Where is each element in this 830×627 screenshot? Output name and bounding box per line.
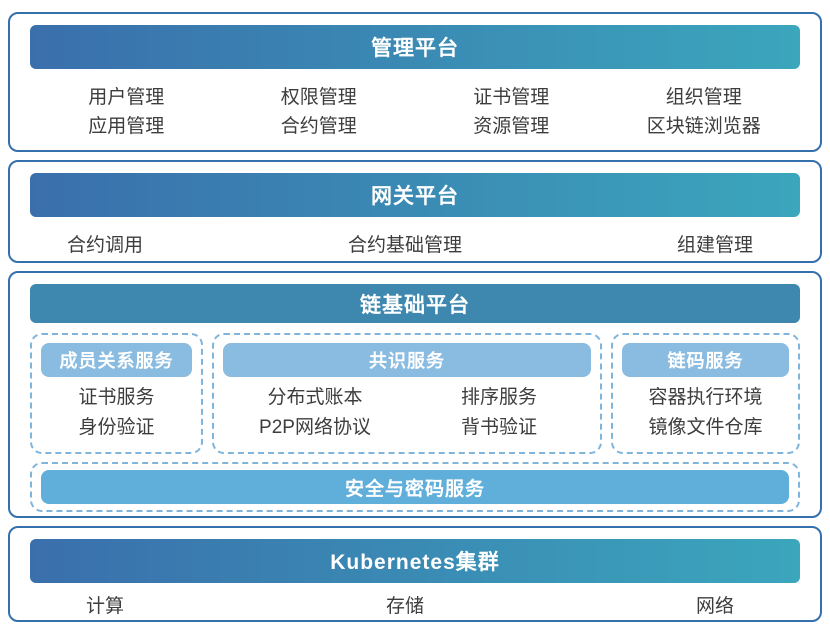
item-p2p-network-protocol: P2P网络协议	[259, 417, 371, 438]
consensus-service-group: 共识服务 分布式账本 排序服务 P2P网络协议 背书验证	[212, 333, 602, 454]
item-endorsement-verification: 背书验证	[460, 417, 537, 438]
item-organization-management: 组织管理	[665, 87, 742, 108]
security-crypto-service-header: 安全与密码服务	[41, 470, 789, 504]
gateway-platform-items: 合约调用 合约基础管理 组建管理	[30, 231, 800, 260]
kubernetes-cluster-section: Kubernetes集群 计算 存储 网络	[8, 526, 822, 622]
item-compute: 计算	[85, 596, 124, 617]
item-container-execution-environment: 容器执行环境	[648, 387, 763, 408]
management-platform-section: 管理平台 用户管理 权限管理 证书管理 组织管理 应用管理 合约管理 资源管理 …	[8, 12, 822, 152]
item-blockchain-explorer: 区块链浏览器	[646, 116, 761, 137]
management-platform-items: 用户管理 权限管理 证书管理 组织管理 应用管理 合约管理 资源管理 区块链浏览…	[30, 83, 800, 141]
member-relationship-service-header: 成员关系服务	[41, 343, 192, 377]
chaincode-service-header: 链码服务	[622, 343, 789, 377]
security-crypto-service-box: 安全与密码服务	[30, 462, 800, 512]
item-distributed-ledger: 分布式账本	[267, 387, 363, 408]
management-platform-header: 管理平台	[30, 25, 800, 69]
gateway-platform-section: 网关平台 合约调用 合约基础管理 组建管理	[8, 160, 822, 263]
gateway-platform-header: 网关平台	[30, 173, 800, 217]
item-certificate-service: 证书服务	[78, 387, 155, 408]
item-identity-verification: 身份验证	[78, 417, 155, 438]
chaincode-service-group: 链码服务 容器执行环境 镜像文件仓库	[611, 333, 800, 454]
chain-base-platform-header: 链基础平台	[30, 284, 800, 323]
consensus-service-header: 共识服务	[223, 343, 591, 377]
item-network: 网络	[695, 596, 734, 617]
item-component-management: 组建管理	[676, 235, 753, 256]
item-image-file-repository: 镜像文件仓库	[648, 417, 763, 438]
member-relationship-service-group: 成员关系服务 证书服务 身份验证	[30, 333, 203, 454]
item-contract-invocation: 合约调用	[66, 235, 143, 256]
kubernetes-cluster-items: 计算 存储 网络	[30, 592, 800, 621]
chain-service-groups: 成员关系服务 证书服务 身份验证 共识服务 分布式账本 排序服务 P2P网络协议…	[30, 333, 800, 454]
item-resource-management: 资源管理	[473, 116, 550, 137]
item-user-management: 用户管理	[88, 87, 165, 108]
kubernetes-cluster-header: Kubernetes集群	[30, 539, 800, 583]
member-relationship-service-items: 证书服务 身份验证	[41, 383, 192, 443]
item-permission-management: 权限管理	[280, 87, 357, 108]
chaincode-service-items: 容器执行环境 镜像文件仓库	[622, 383, 789, 443]
item-certificate-management: 证书管理	[473, 87, 550, 108]
item-contract-base-management: 合约基础管理	[347, 235, 462, 256]
item-ordering-service: 排序服务	[460, 387, 537, 408]
consensus-service-items: 分布式账本 排序服务 P2P网络协议 背书验证	[223, 383, 591, 443]
item-storage: 存储	[385, 596, 424, 617]
item-contract-management: 合约管理	[280, 116, 357, 137]
chain-base-platform-section: 链基础平台 成员关系服务 证书服务 身份验证 共识服务 分布式账本 排序服务 P…	[8, 271, 822, 518]
item-application-management: 应用管理	[88, 116, 165, 137]
